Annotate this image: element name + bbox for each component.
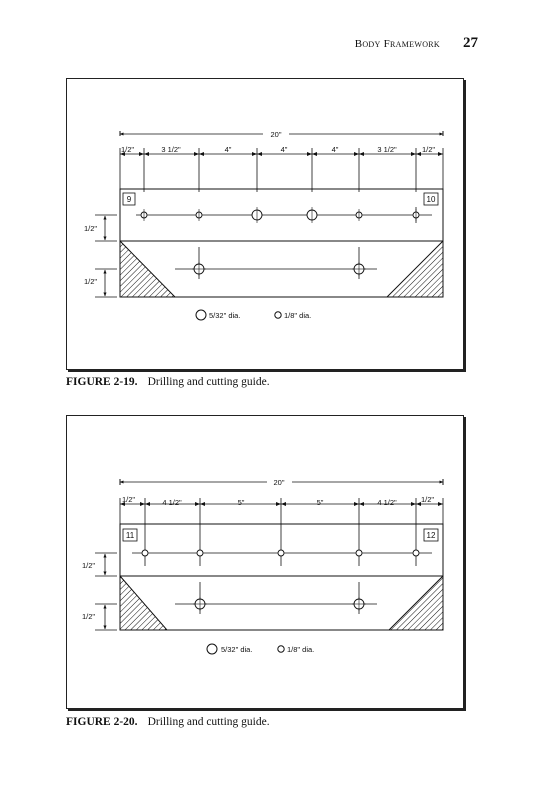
vertical-dim-label: 1/2" — [84, 224, 97, 233]
segment-label: 3 1/2" — [161, 145, 181, 154]
large-hole-legend-icon — [206, 643, 218, 655]
part-number-left: 11 — [126, 531, 135, 540]
segment-label: 4 1/2" — [162, 498, 182, 507]
segment-label: 4 1/2" — [377, 498, 397, 507]
caption-text: Drilling and cutting guide. — [147, 376, 270, 388]
segment-label: 1/2" — [422, 145, 435, 154]
segment-label: 1/2" — [121, 145, 134, 154]
segment-label: 3 1/2" — [377, 145, 397, 154]
vertical-dim-label: 1/2" — [82, 561, 95, 570]
caption-label: FIGURE 2-20. — [66, 716, 138, 728]
part-number-right: 12 — [427, 531, 436, 540]
part-number-left: 9 — [127, 195, 132, 204]
segment-label: 1/2" — [122, 495, 135, 504]
overall-length-label: 20" — [273, 478, 284, 487]
figure-2-20-caption: FIGURE 2-20. Drilling and cutting guide. — [66, 716, 466, 728]
segment-label: 1/2" — [421, 495, 434, 504]
figure-2-20-drawing: 20" 1/2" 4 1/2" 5" 5" 4 1/2" 1/2" 11 — [82, 478, 444, 655]
page-number: 27 — [463, 35, 478, 51]
small-hole-legend-icon — [277, 645, 285, 653]
legend-small-label: 1/8" dia. — [284, 311, 311, 320]
segment-label: 5" — [317, 498, 324, 507]
figure-2-20-frame: 20" 1/2" 4 1/2" 5" 5" 4 1/2" 1/2" 11 — [66, 415, 464, 709]
legend-small-label: 1/8" dia. — [287, 645, 314, 654]
small-hole-legend-icon — [274, 311, 282, 319]
segment-label: 5" — [238, 498, 245, 507]
overall-length-label: 20" — [270, 130, 281, 139]
vertical-dim-label: 1/2" — [82, 612, 95, 621]
segment-label: 4" — [225, 145, 232, 154]
legend-large-label: 5/32" dia. — [209, 311, 240, 320]
segment-label: 4" — [332, 145, 339, 154]
figure-2-19-frame: 20" 1/2" 3 1/2" 4" 4" 4" 3 1/2" 1/2" — [66, 78, 464, 370]
caption-label: FIGURE 2-19. — [66, 376, 138, 388]
large-hole-legend-icon — [195, 309, 207, 321]
legend-large-label: 5/32" dia. — [221, 645, 252, 654]
figure-2-19-caption: FIGURE 2-19. Drilling and cutting guide. — [66, 376, 466, 388]
figure-2-19-drawing: 20" 1/2" 3 1/2" 4" 4" 4" 3 1/2" 1/2" — [84, 130, 444, 321]
vertical-dim-label: 1/2" — [84, 277, 97, 286]
running-header-title: Body Framework — [354, 38, 440, 50]
part-number-right: 10 — [427, 195, 436, 204]
caption-text: Drilling and cutting guide. — [147, 716, 270, 728]
segment-label: 4" — [281, 145, 288, 154]
